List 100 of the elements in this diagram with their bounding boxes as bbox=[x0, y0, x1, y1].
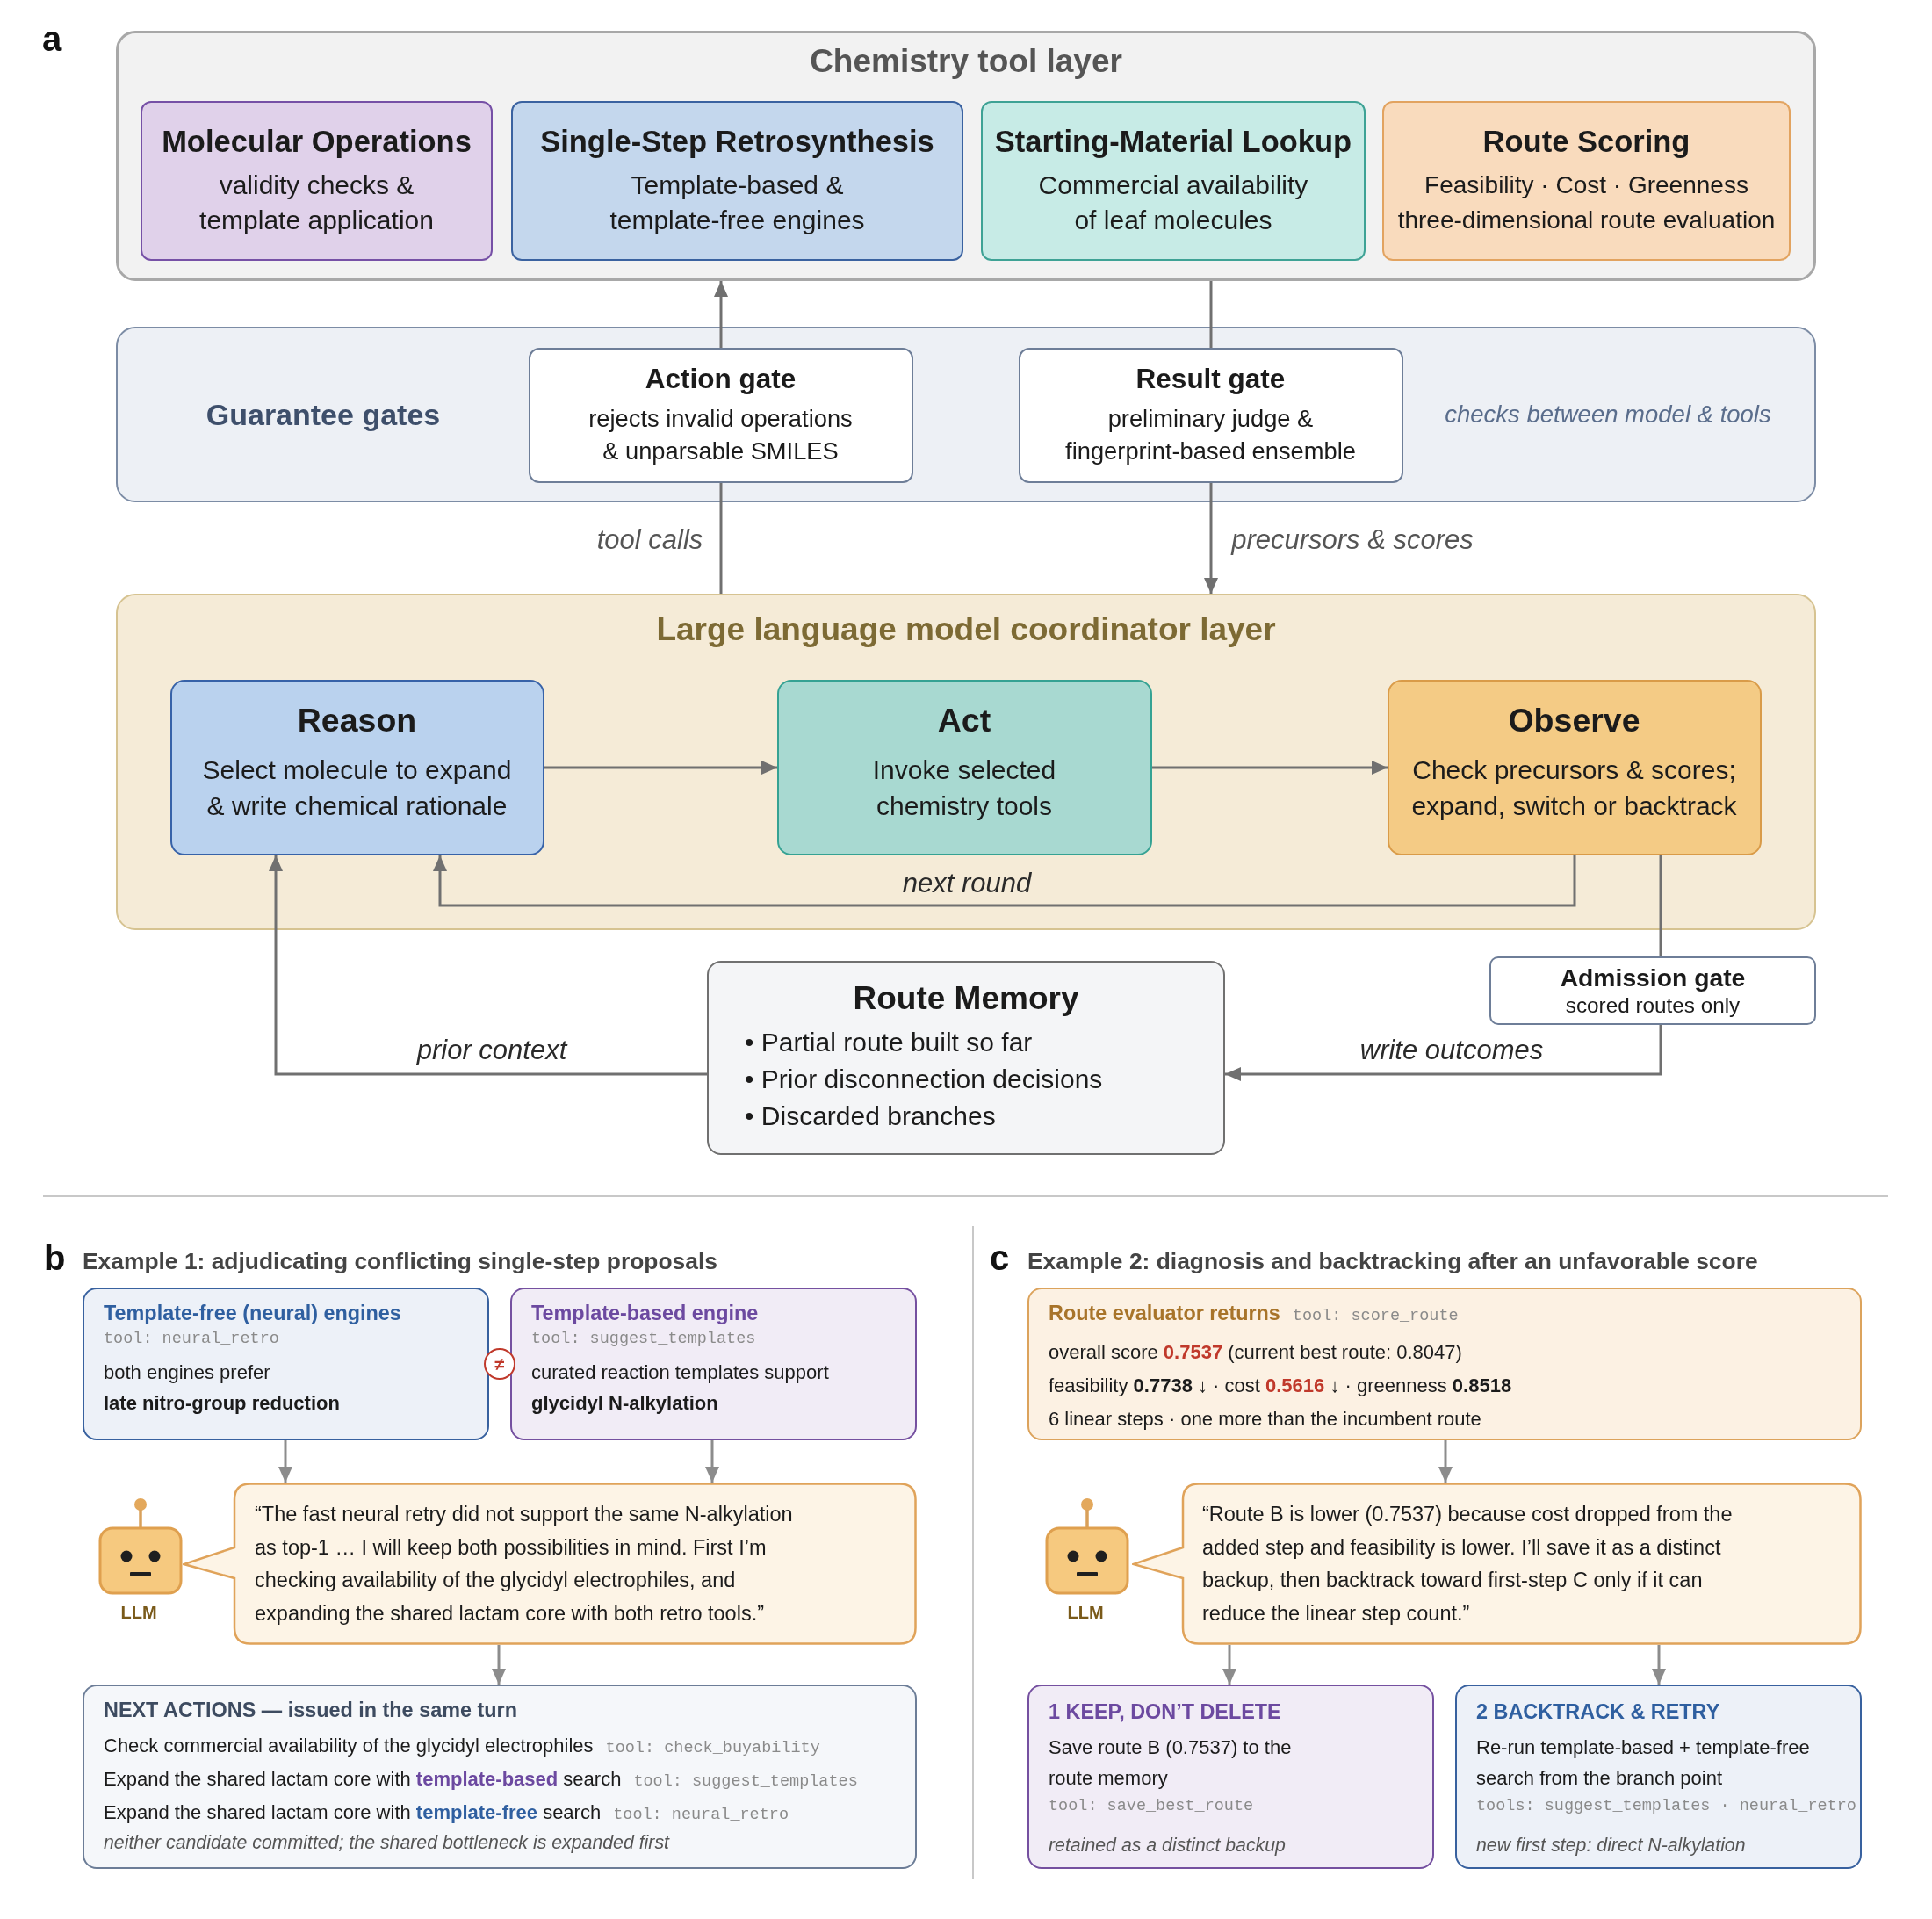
arrow bbox=[1222, 1645, 1236, 1685]
panel-letter: c bbox=[990, 1238, 1010, 1277]
gate-title: Admission gate bbox=[1560, 963, 1746, 992]
actions-card bbox=[83, 1685, 917, 1869]
speech-bubble bbox=[1132, 1483, 1862, 1645]
gate-title: Action gate bbox=[645, 363, 797, 395]
arrow bbox=[1438, 1440, 1453, 1483]
step-card bbox=[776, 679, 1152, 855]
body-text: overall score 0.7537 (current best route: 0.8047) bbox=[1049, 1340, 1462, 1365]
tool-name: tool: neural_retro bbox=[613, 1805, 789, 1826]
arrow bbox=[714, 281, 728, 348]
panel-heading: Example 1: adjudicating conflicting single-step proposals bbox=[83, 1247, 717, 1275]
tool-name: tool: score_route bbox=[1292, 1306, 1459, 1327]
panel-title: Guarantee gates bbox=[205, 396, 441, 432]
step-card bbox=[1387, 679, 1762, 855]
list-item: • Prior disconnection decisions bbox=[745, 1064, 1103, 1095]
step-card bbox=[169, 679, 544, 855]
body-text: Check commercial availability of the glycidyl electrophiles bbox=[104, 1734, 594, 1758]
list-item: • Discarded branches bbox=[745, 1100, 996, 1132]
body-text: Save route B (0.7537) to the route memory bbox=[1049, 1735, 1293, 1791]
panel-title: Large language model coordinator layer bbox=[656, 610, 1276, 649]
decision-card bbox=[1455, 1685, 1862, 1869]
tool-name: tool: save_best_route bbox=[1049, 1796, 1254, 1817]
tool-name: tool: suggest_templates bbox=[633, 1771, 858, 1793]
body-text: both engines prefer late nitro-group reduction bbox=[104, 1360, 340, 1416]
robot-caption: LLM bbox=[120, 1602, 157, 1623]
arrow bbox=[705, 1440, 719, 1483]
card-title: Molecular Operations bbox=[162, 124, 472, 159]
gate-box bbox=[528, 347, 913, 483]
result-card bbox=[1027, 1288, 1862, 1440]
layer-panel bbox=[116, 594, 1816, 930]
edge-label: precursors & scores bbox=[1231, 524, 1474, 556]
panel-letter: b bbox=[44, 1238, 66, 1277]
panel-heading: Example 2: diagnosis and backtracking after an unfavorable score bbox=[1027, 1247, 1758, 1275]
connector-line bbox=[719, 483, 723, 594]
gate-description: preliminary judge & fingerprint-based ensemble bbox=[1064, 404, 1357, 466]
engine-card bbox=[510, 1288, 917, 1440]
gate-description: rejects invalid operations & unparsable SMILES bbox=[588, 404, 854, 466]
connector-line bbox=[1209, 281, 1213, 348]
card-heading: 1 KEEP, DON’T DELETE bbox=[1049, 1699, 1281, 1725]
tool-name: tool: check_buyability bbox=[605, 1738, 820, 1759]
step-title: Observe bbox=[1508, 700, 1640, 739]
tool-name: tool: neural_retro bbox=[104, 1329, 279, 1350]
tool-card bbox=[511, 101, 963, 261]
step-title: Reason bbox=[297, 700, 417, 739]
arrow bbox=[492, 1645, 506, 1685]
arrow bbox=[1204, 483, 1218, 594]
panel-letter: a bbox=[42, 19, 62, 58]
arrow bbox=[1225, 1025, 1662, 1081]
card-title: Starting-Material Lookup bbox=[994, 124, 1352, 159]
step-description: Invoke selected chemistry tools bbox=[871, 754, 1057, 822]
arrow bbox=[1652, 1645, 1666, 1685]
tool-card bbox=[141, 101, 493, 261]
card-heading: Template-free (neural) engines bbox=[104, 1301, 401, 1326]
body-text: feasibility 0.7738 ↓ · cost 0.5616 ↓ · greenness 0.8518 bbox=[1049, 1374, 1512, 1398]
note-text: new first step: direct N-alkylation bbox=[1476, 1834, 1746, 1858]
card-heading: Route evaluator returns bbox=[1049, 1301, 1280, 1326]
tool-card bbox=[1382, 101, 1791, 261]
edge-label: next round bbox=[902, 868, 1032, 899]
card-heading: 2 BACKTRACK & RETRY bbox=[1476, 1699, 1720, 1725]
robot-caption: LLM bbox=[1067, 1602, 1104, 1623]
edge-label: write outcomes bbox=[1359, 1035, 1544, 1066]
card-description: Feasibility · Cost · Greenness bbox=[1424, 170, 1748, 200]
arrow bbox=[544, 761, 777, 775]
connector-line bbox=[1659, 855, 1662, 956]
card-title: Single-Step Retrosynthesis bbox=[540, 124, 934, 159]
layer-panel bbox=[116, 31, 1816, 281]
gate-title: Result gate bbox=[1135, 363, 1286, 395]
step-description: Select molecule to expand & write chemical rationale bbox=[201, 754, 513, 822]
arrow bbox=[278, 1440, 292, 1483]
panel-title: Chemistry tool layer bbox=[810, 42, 1122, 81]
card-description: validity checks & template application bbox=[198, 170, 435, 236]
card-title: Route Memory bbox=[853, 979, 1079, 1018]
tool-name: tool: suggest_templates bbox=[531, 1329, 756, 1350]
gate-box bbox=[1489, 956, 1816, 1025]
card-heading: Template-based engine bbox=[531, 1301, 759, 1326]
decision-card bbox=[1027, 1685, 1434, 1869]
card-description: Commercial availability of leaf molecules bbox=[1037, 170, 1309, 236]
body-text: Expand the shared lactam core with template-free search bbox=[104, 1800, 602, 1825]
body-text: 6 linear steps · one more than the incumbent route bbox=[1049, 1407, 1481, 1432]
memory-card bbox=[707, 961, 1225, 1155]
step-description: Check precursors & scores; expand, switch or backtrack bbox=[1410, 754, 1738, 822]
note-text: neither candidate committed; the shared bottleneck is expanded first bbox=[104, 1831, 669, 1855]
card-description: three-dimensional route evaluation bbox=[1397, 206, 1776, 235]
gate-description: scored routes only bbox=[1565, 992, 1741, 1019]
note-text: retained as a distinct backup bbox=[1049, 1834, 1286, 1858]
panel-note: checks between model & tools bbox=[1445, 399, 1771, 429]
arrow bbox=[269, 855, 707, 1076]
quote-text: “Route B is lower (0.7537) because cost dropped from the added step and feasibility is lower. I’ll save it as a distinct backup, then backtrack toward first-step C only if it can reduce the linear step count.” bbox=[1202, 1502, 1734, 1627]
edge-label: tool calls bbox=[596, 524, 703, 556]
speech-bubble bbox=[183, 1483, 917, 1645]
body-text: Re-run template-based + template-free search from the branch point bbox=[1476, 1735, 1811, 1791]
gate-box bbox=[1018, 347, 1403, 483]
list-item: • Partial route built so far bbox=[745, 1027, 1033, 1058]
arrow bbox=[1152, 761, 1388, 775]
tool-name: tools: suggest_templates · neural_retro bbox=[1476, 1796, 1856, 1817]
card-heading: NEXT ACTIONS — issued in the same turn bbox=[104, 1698, 517, 1723]
step-title: Act bbox=[937, 700, 991, 739]
tool-card bbox=[981, 101, 1366, 261]
engine-card bbox=[83, 1288, 489, 1440]
